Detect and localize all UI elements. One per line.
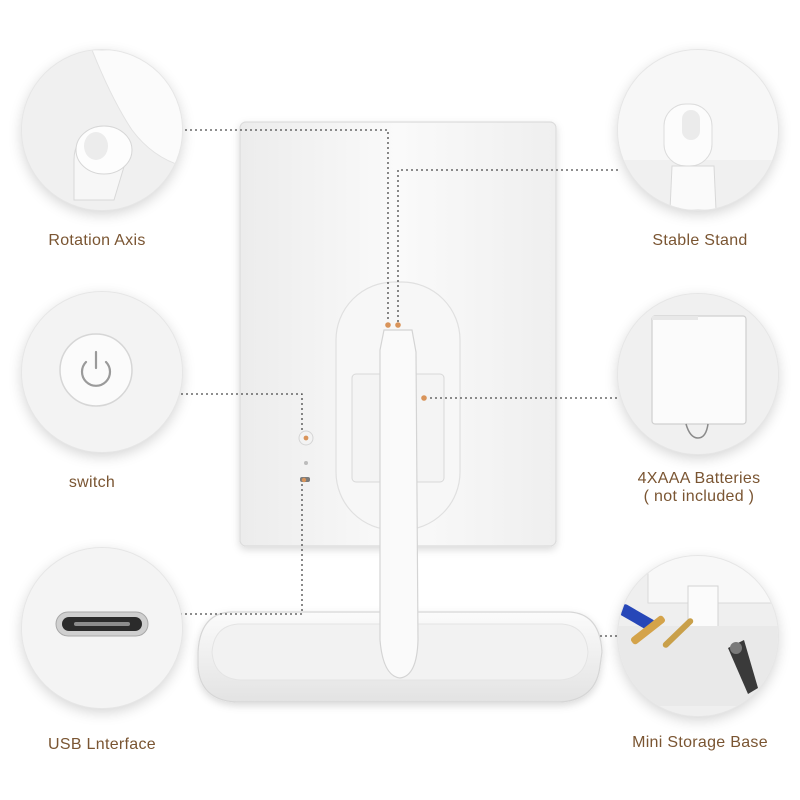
usb-label: USB Lnterface <box>48 736 156 753</box>
usb-closeup <box>22 548 182 708</box>
usb-c-port-icon <box>55 611 149 637</box>
power-icon <box>80 350 112 387</box>
switch-closeup <box>22 292 182 452</box>
rotation-axis-label: Rotation Axis <box>48 232 146 249</box>
batteries-label: 4XAAA Batteries ( not included ) <box>616 470 782 506</box>
stable-stand-closeup <box>618 50 778 210</box>
storage-base-label: Mini Storage Base <box>632 734 768 751</box>
batteries-label-line2: ( not included ) <box>643 488 755 505</box>
rotation-axis-closeup <box>22 50 182 210</box>
callout-connectors <box>166 129 628 637</box>
storage-base-closeup <box>618 556 778 716</box>
batteries-label-line1: 4XAAA Batteries <box>637 470 761 487</box>
switch-label: switch <box>68 474 116 491</box>
callout-markers <box>301 322 427 483</box>
battery-compartment-closeup <box>618 294 778 454</box>
stand-arm <box>379 329 419 679</box>
stable-stand-label: Stable Stand <box>652 232 748 249</box>
